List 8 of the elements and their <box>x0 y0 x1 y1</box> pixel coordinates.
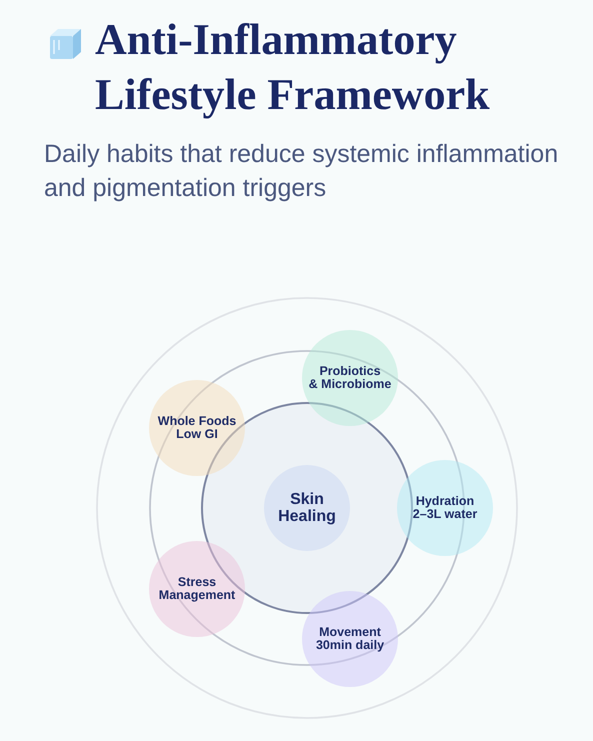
subtitle: Daily habits that reduce systemic inflammation and pigmentation triggers <box>44 139 560 204</box>
title: Anti-Inflammatory Lifestyle Framework <box>95 14 491 121</box>
habit-label: Whole Foods Low GI <box>158 414 236 442</box>
habit-label: Movement 30min daily <box>316 626 384 652</box>
habit-label: Probiotics & Microbiome <box>308 364 392 392</box>
habit-label: Hydration 2–3L water <box>412 494 478 522</box>
habit-label: Stress Management <box>158 576 236 602</box>
hub-label: Skin Healing <box>278 490 336 526</box>
